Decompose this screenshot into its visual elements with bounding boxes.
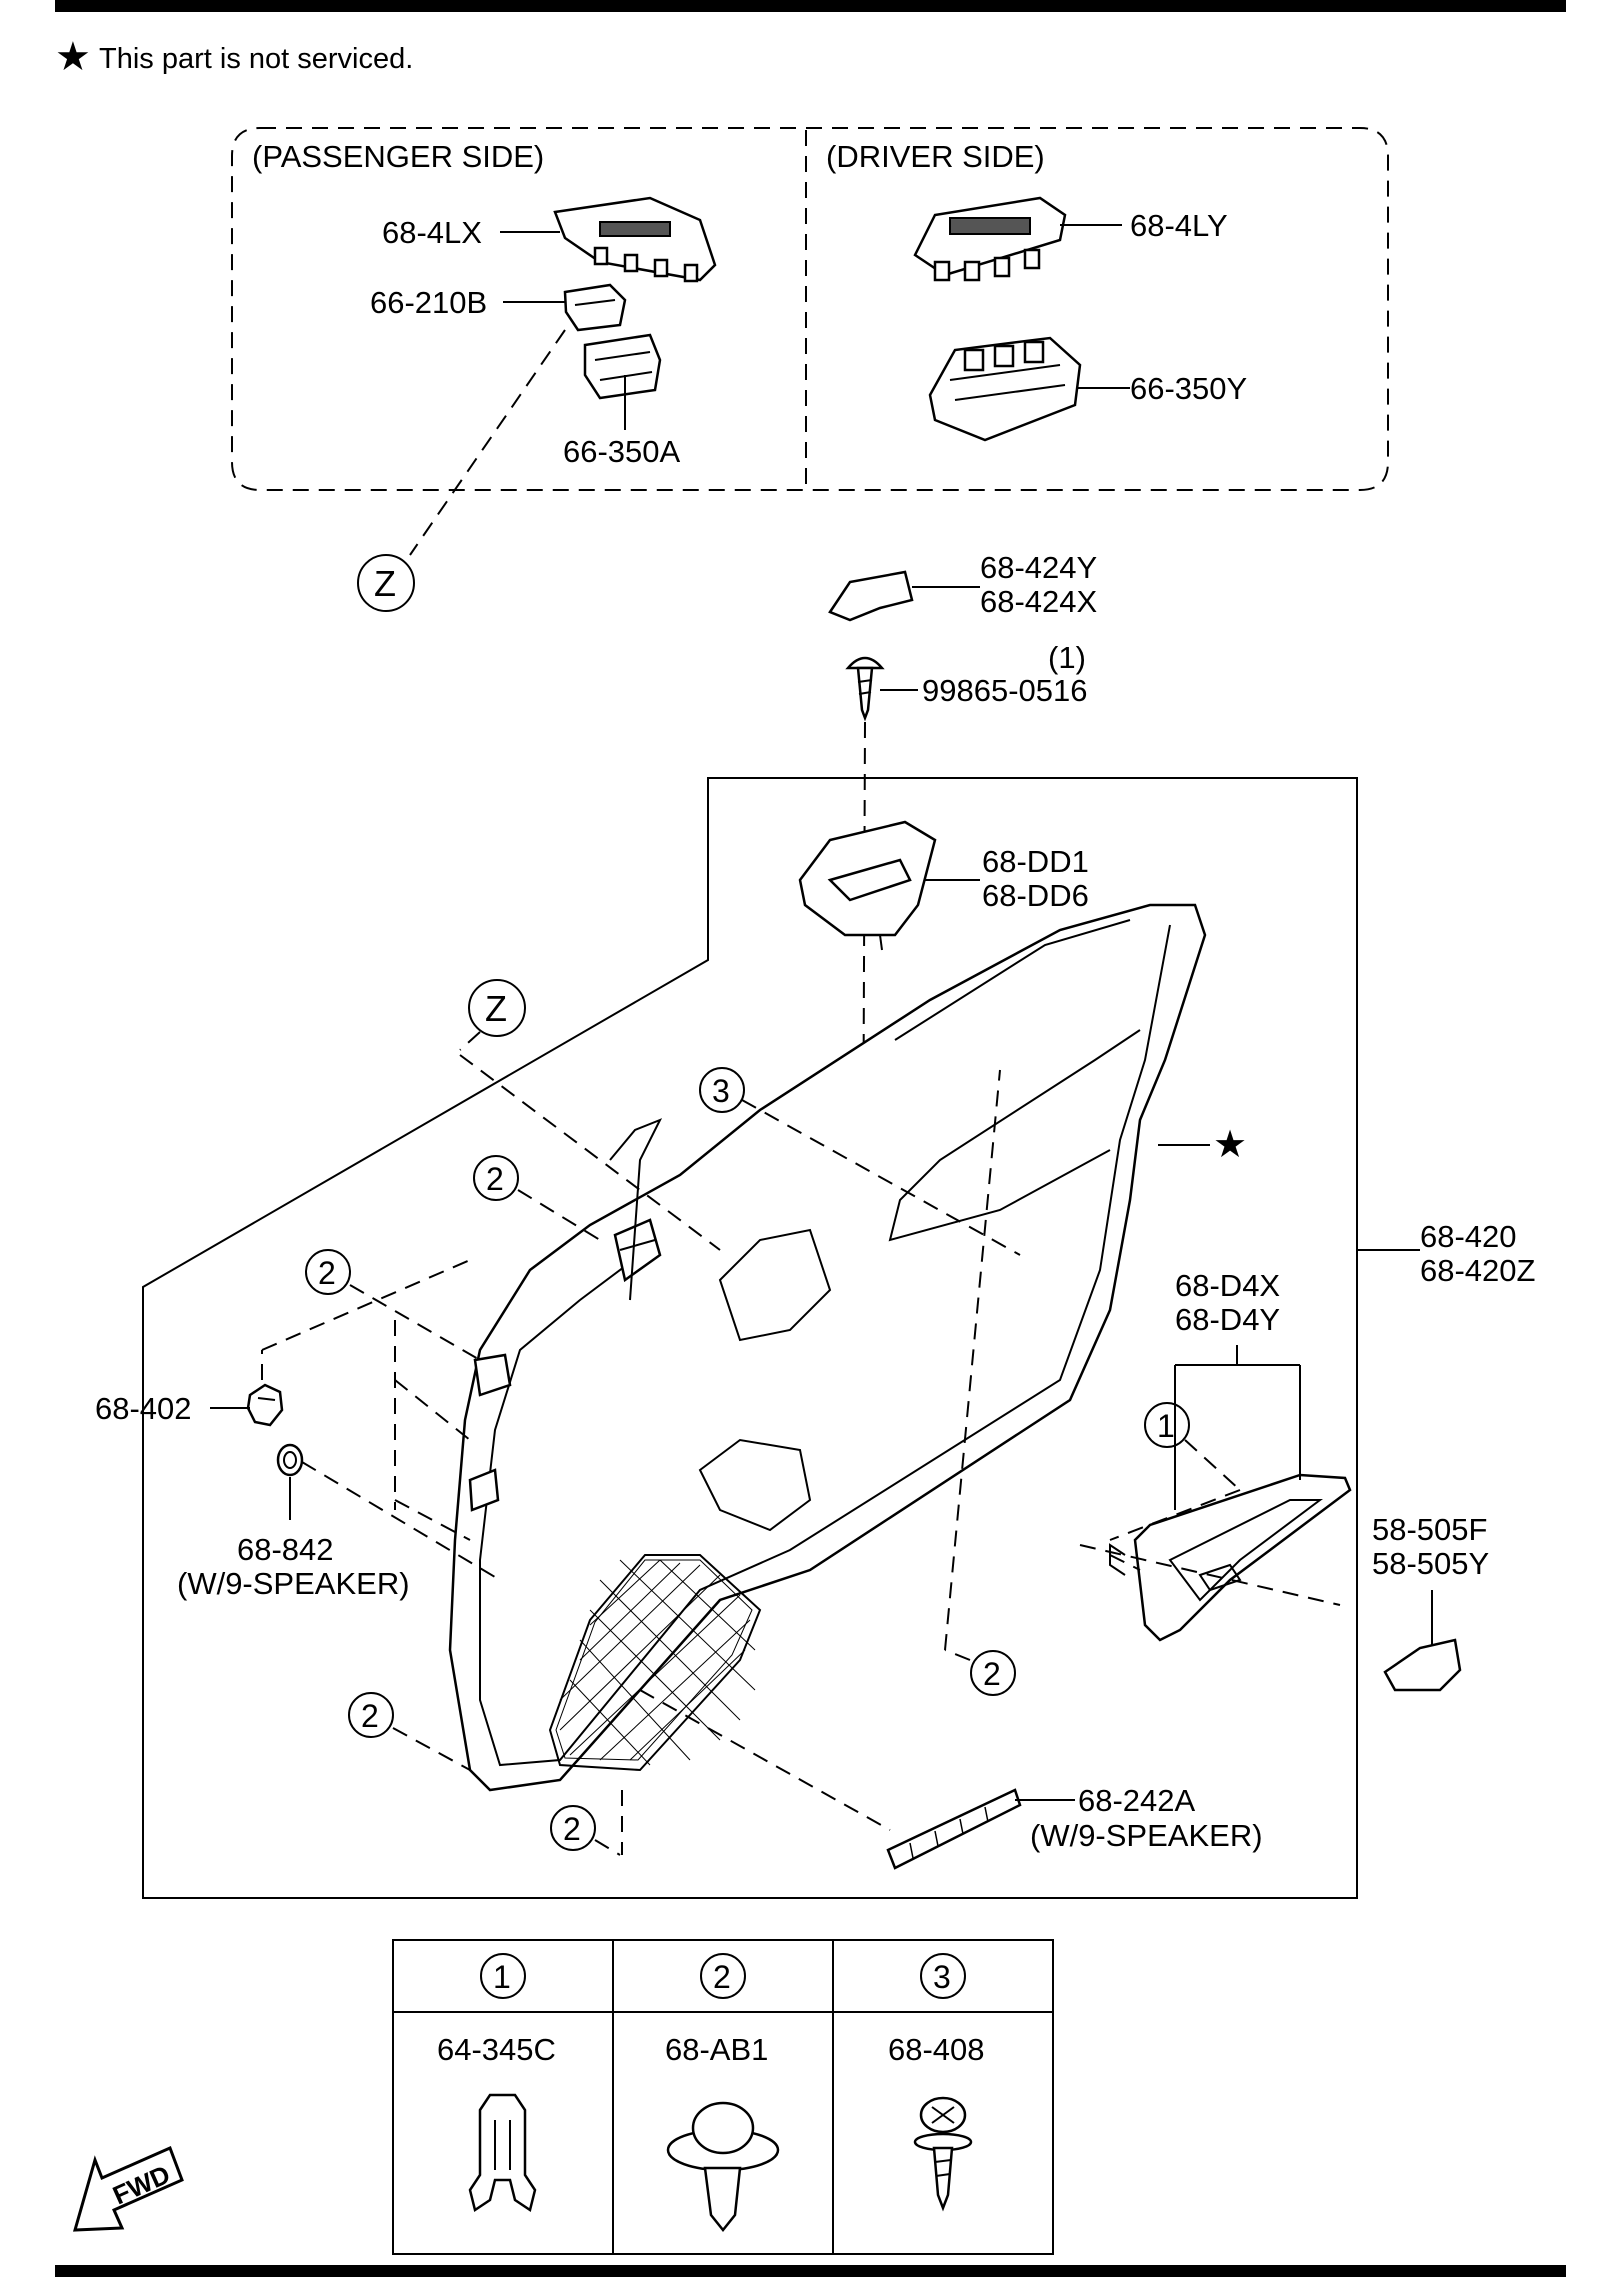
handle-68-D4X — [1109, 1473, 1352, 1642]
ref-z-panel — [468, 979, 526, 1037]
callout-68-242A: 68-242A — [1078, 1783, 1196, 1818]
callout-58-505Y: 58-505Y — [1372, 1546, 1489, 1581]
door-trim-frame — [142, 777, 1358, 1899]
ref-2-d-label: 2 — [563, 1811, 581, 1847]
speaker-grille — [548, 1554, 762, 1772]
legend-ref-1-label: 1 — [493, 1959, 511, 1995]
legend-ref-2-label: 2 — [713, 1959, 731, 1995]
push-clip-68-AB1-drawing — [666, 2101, 780, 2233]
grille-68-242A — [886, 1788, 1022, 1870]
ref-1-label: 1 — [1157, 1408, 1175, 1444]
fastener-legend-table: 1 2 3 64-345C 68-AB1 68-408 — [392, 1939, 1054, 2255]
callout-68-424Y: 68-424Y — [980, 550, 1097, 585]
callout-68-4LY: 68-4LY — [1130, 208, 1228, 243]
passenger-bezel-68-4LX — [553, 196, 717, 283]
ref-3 — [699, 1067, 745, 1113]
star-icon: ★ — [55, 34, 91, 80]
driver-switch-66-350Y — [928, 336, 1082, 442]
ref-z-panel-label: Z — [485, 988, 507, 1029]
clip-64-345C-drawing — [468, 2093, 537, 2213]
ref-2-b-label: 2 — [318, 1255, 336, 1291]
ref-2-b — [305, 1249, 351, 1295]
callout-68-DD6: 68-DD6 — [982, 878, 1089, 913]
callout-68-424X: 68-424X — [980, 584, 1098, 619]
star-marker-icon: ★ — [1213, 1122, 1247, 1166]
passenger-switch-66-210B — [563, 283, 627, 332]
callout-58-505F: 58-505F — [1372, 1512, 1487, 1547]
callout-68-4LX: 68-4LX — [382, 215, 482, 250]
passenger-side-title: (PASSENGER SIDE) — [252, 139, 544, 174]
ref-z-top — [357, 554, 415, 612]
driver-bezel-68-4LY — [913, 196, 1067, 282]
ref-2-a — [473, 1155, 519, 1201]
callout-68-842: 68-842 — [237, 1532, 334, 1567]
callout-68-402: 68-402 — [95, 1391, 192, 1426]
legend-ref-2 — [700, 1953, 746, 1999]
door-trim-panel — [448, 903, 1207, 1792]
ref-2-e — [970, 1650, 1016, 1696]
legend-ref-3 — [920, 1953, 966, 1999]
callout-68-420: 68-420 — [1420, 1219, 1517, 1254]
legend-part-64-345C: 64-345C — [437, 2032, 556, 2067]
pull-cup-68-DD1 — [798, 820, 937, 951]
ref-3-label: 3 — [712, 1073, 730, 1109]
w9-speaker-label-b: (W/9-SPEAKER) — [1030, 1818, 1263, 1853]
qty-one: (1) — [1048, 640, 1086, 675]
w9-speaker-label-a: (W/9-SPEAKER) — [177, 1566, 410, 1601]
callout-99865-0516: 99865-0516 — [922, 673, 1088, 708]
callout-68-420Z: 68-420Z — [1420, 1253, 1535, 1288]
screw-99865-0516 — [845, 656, 885, 722]
top-border-bar — [55, 0, 1566, 12]
callout-66-350Y: 66-350Y — [1130, 371, 1247, 406]
callout-68-DD1: 68-DD1 — [982, 844, 1089, 879]
ref-2-a-label: 2 — [486, 1161, 504, 1197]
forward-direction-arrow-icon: FWD — [72, 2145, 184, 2232]
switch-group-box: (PASSENGER SIDE) (DRIVER SIDE) — [231, 127, 1389, 491]
clip-68-402 — [246, 1383, 284, 1427]
cap-58-505F — [1383, 1638, 1462, 1692]
callout-68-D4Y: 68-D4Y — [1175, 1302, 1280, 1337]
passenger-switch-66-350A — [583, 333, 662, 400]
ref-2-e-label: 2 — [983, 1656, 1001, 1692]
callout-66-210B: 66-210B — [370, 285, 487, 320]
legend-part-68-AB1: 68-AB1 — [665, 2032, 768, 2067]
screw-68-408-drawing — [913, 2096, 973, 2212]
legend-ref-1 — [480, 1953, 526, 1999]
driver-side-title: (DRIVER SIDE) — [826, 139, 1045, 174]
bottom-border-bar — [55, 2265, 1566, 2277]
ref-z-top-label: Z — [374, 563, 396, 604]
ref-1 — [1144, 1402, 1190, 1448]
ref-2-d — [550, 1805, 596, 1851]
legend-ref-3-label: 3 — [933, 1959, 951, 1995]
not-serviced-note: ★ This part is not serviced. — [55, 34, 413, 80]
ref-2-c-label: 2 — [361, 1698, 379, 1734]
garnish-68-424 — [828, 570, 914, 622]
callout-68-D4X: 68-D4X — [1175, 1268, 1280, 1303]
ref-2-c — [348, 1692, 394, 1738]
not-serviced-text: This part is not serviced. — [99, 43, 413, 75]
pad-68-842 — [276, 1443, 304, 1477]
legend-part-68-408: 68-408 — [888, 2032, 985, 2067]
callout-66-350A: 66-350A — [563, 434, 681, 469]
